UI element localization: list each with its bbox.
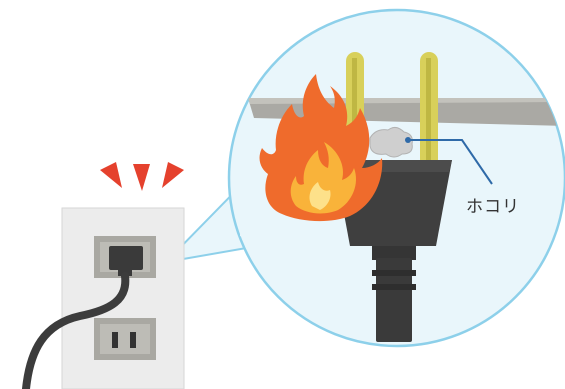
socket-slot-left [112, 332, 118, 348]
warning-marks-icon [100, 162, 184, 191]
plugged-plug [109, 246, 143, 270]
dust-callout-label: ホコリ [466, 192, 520, 217]
socket-slot-right [130, 332, 136, 348]
